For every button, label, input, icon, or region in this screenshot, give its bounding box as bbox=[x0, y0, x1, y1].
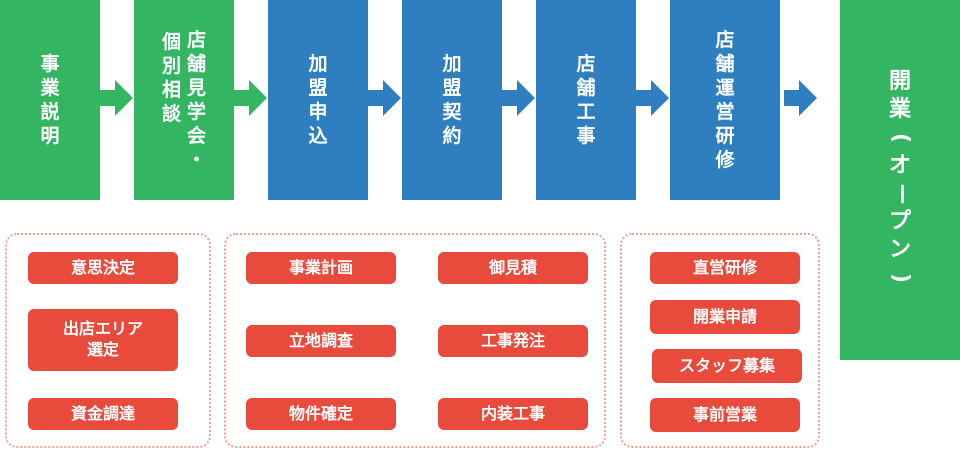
tag-directstore-training: 直営研修 bbox=[650, 252, 800, 284]
vertical-char: 工 bbox=[576, 101, 596, 123]
tag-staff-recruitment: スタッフ募集 bbox=[652, 349, 802, 383]
arrow-right-icon bbox=[784, 80, 817, 116]
group-decision bbox=[5, 233, 211, 448]
vertical-char: 開 bbox=[888, 69, 911, 94]
vertical-char: 相 bbox=[161, 79, 181, 101]
vertical-char: 舗 bbox=[576, 77, 596, 99]
vertical-char: 業 bbox=[40, 77, 60, 99]
step-franchise-apply-label: 加盟申込 bbox=[308, 52, 327, 148]
group-preparation bbox=[620, 233, 820, 448]
vertical-char: 約 bbox=[442, 125, 462, 147]
tag-interior-work: 内装工事 bbox=[438, 398, 588, 430]
vertical-char: 店 bbox=[715, 29, 735, 51]
tag-construction-order: 工事発注 bbox=[438, 325, 588, 357]
vertical-char: 舗 bbox=[715, 53, 735, 75]
vertical-char: 盟 bbox=[308, 77, 328, 99]
step-store-construction-label: 店舗工事 bbox=[576, 52, 595, 148]
vertical-char: オ bbox=[888, 153, 911, 178]
vertical-char: 業 bbox=[888, 97, 911, 122]
vertical-char: 修 bbox=[715, 149, 735, 171]
vertical-char: 個 bbox=[161, 31, 181, 53]
arrow-right-icon bbox=[234, 80, 267, 116]
tag-business-plan: 事業計画 bbox=[246, 252, 396, 284]
arrow-right-icon bbox=[368, 80, 401, 116]
vertical-char: 会 bbox=[187, 125, 207, 147]
tag-site-survey: 立地調査 bbox=[246, 325, 396, 357]
vertical-char: 運 bbox=[715, 77, 735, 99]
arrow-right-icon bbox=[100, 80, 133, 116]
vertical-char: ・ bbox=[187, 149, 207, 171]
step-franchise-contract-label: 加盟契約 bbox=[442, 52, 461, 148]
vertical-char: 営 bbox=[715, 101, 735, 123]
vertical-char: 見 bbox=[187, 77, 207, 99]
step-store-training: 店舗運営研修 bbox=[670, 0, 780, 200]
vertical-char: ー bbox=[887, 182, 913, 206]
vertical-char: 契 bbox=[442, 101, 462, 123]
arrow-right-icon bbox=[636, 80, 669, 116]
vertical-char: 学 bbox=[187, 101, 207, 123]
vertical-char: ( bbox=[887, 132, 913, 144]
vertical-char: プ bbox=[888, 209, 911, 234]
tag-area-selection: 出店エリア 選定 bbox=[28, 309, 178, 371]
vertical-char: ) bbox=[887, 272, 913, 284]
vertical-char: 談 bbox=[161, 103, 181, 125]
vertical-char: 明 bbox=[40, 125, 60, 147]
step-store-training-label: 店舗運営研修 bbox=[715, 28, 734, 172]
vertical-char: 別 bbox=[161, 55, 181, 77]
tag-opening-application: 開業申請 bbox=[650, 300, 800, 334]
step-explanation: 事業説明 bbox=[0, 0, 100, 200]
vertical-char: 事 bbox=[576, 125, 596, 147]
step-store-construction: 店舗工事 bbox=[536, 0, 636, 200]
step-store-visit-label-2: 個別相談 bbox=[162, 30, 181, 126]
step-franchise-contract: 加盟契約 bbox=[402, 0, 502, 200]
vertical-char: 店 bbox=[187, 29, 207, 51]
vertical-char: 説 bbox=[40, 101, 60, 123]
vertical-char: 舗 bbox=[187, 53, 207, 75]
group-planning bbox=[224, 233, 606, 448]
step-franchise-apply: 加盟申込 bbox=[268, 0, 368, 200]
tag-estimate: 御見積 bbox=[438, 252, 588, 284]
tag-decision: 意思決定 bbox=[28, 252, 178, 284]
step-opening: 開業 ( オープン) bbox=[840, 0, 960, 360]
step-store-visit: 店舗見学会・ 個別相談 bbox=[134, 0, 234, 200]
vertical-char: 込 bbox=[308, 125, 328, 147]
vertical-char: 申 bbox=[308, 101, 328, 123]
step-explanation-label: 事業説明 bbox=[40, 52, 59, 148]
vertical-char: 加 bbox=[308, 53, 328, 75]
step-opening-label: 開業 ( オープン) bbox=[887, 68, 913, 292]
vertical-char: 盟 bbox=[442, 77, 462, 99]
vertical-char: ン bbox=[888, 237, 911, 262]
arrow-right-icon bbox=[502, 80, 535, 116]
vertical-char: 店 bbox=[576, 53, 596, 75]
tag-pre-sales: 事前営業 bbox=[650, 398, 800, 432]
vertical-char: 研 bbox=[715, 125, 735, 147]
tag-property-confirm: 物件確定 bbox=[246, 398, 396, 430]
step-store-visit-label-1: 店舗見学会・ bbox=[187, 28, 206, 172]
tag-fundraising: 資金調達 bbox=[28, 398, 178, 430]
vertical-char: 事 bbox=[40, 53, 60, 75]
vertical-char: 加 bbox=[442, 53, 462, 75]
